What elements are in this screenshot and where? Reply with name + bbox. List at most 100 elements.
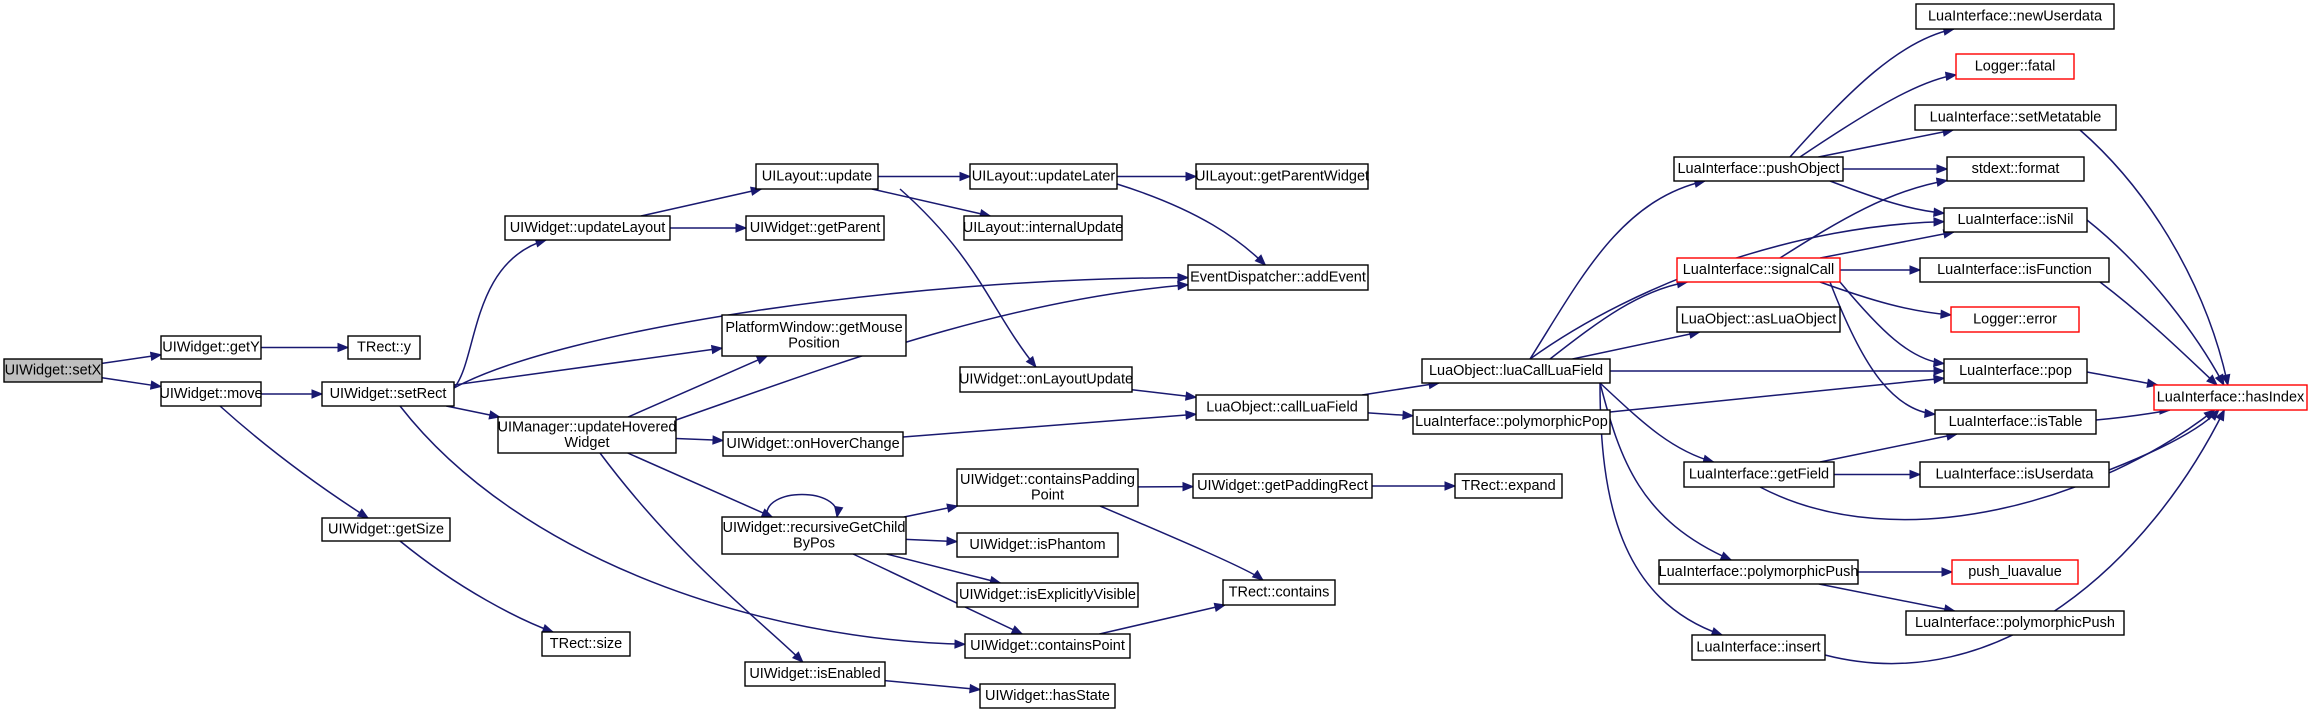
node-box[interactable] <box>1676 257 1841 283</box>
node-trect_size[interactable]: TRect::size <box>541 631 631 657</box>
node-isTable[interactable]: LuaInterface::isTable <box>1934 409 2097 435</box>
node-box[interactable] <box>956 468 1139 507</box>
node-box[interactable] <box>497 416 677 454</box>
node-push_luavalue[interactable]: push_luavalue <box>1951 559 2079 585</box>
node-addEvent[interactable]: EventDispatcher::addEvent <box>1187 264 1369 291</box>
node-trect_y[interactable]: TRect::y <box>347 335 421 360</box>
node-box[interactable] <box>3 358 103 383</box>
node-polymorphicPush[interactable]: LuaInterface::polymorphicPush <box>1658 559 1859 585</box>
node-hasState[interactable]: UIWidget::hasState <box>979 683 1116 709</box>
node-box[interactable] <box>1676 306 1841 333</box>
node-containsPoint[interactable]: UIWidget::containsPoint <box>964 633 1131 659</box>
node-insert[interactable]: LuaInterface::insert <box>1691 634 1826 661</box>
node-isUserdata[interactable]: LuaInterface::isUserdata <box>1919 461 2110 488</box>
node-box[interactable] <box>956 532 1119 558</box>
node-move[interactable]: UIWidget::move <box>159 381 263 407</box>
node-signalCall[interactable]: LuaInterface::signalCall <box>1676 257 1841 283</box>
node-polymorphicPush2[interactable]: LuaInterface::polymorphicPush <box>1905 610 2125 636</box>
node-box[interactable] <box>1421 358 1611 384</box>
node-box[interactable] <box>1905 610 2125 636</box>
node-getParent[interactable]: UIWidget::getParent <box>745 215 885 241</box>
node-error[interactable]: Logger::error <box>1950 306 2080 333</box>
node-onHoverChange[interactable]: UIWidget::onHoverChange <box>722 431 904 457</box>
node-internalUpdate[interactable]: UILayout::internalUpdate <box>963 215 1123 241</box>
node-fatal[interactable]: Logger::fatal <box>1955 53 2075 80</box>
node-box[interactable] <box>979 683 1116 709</box>
node-polymorphicPop[interactable]: LuaInterface::polymorphicPop <box>1412 409 1611 435</box>
node-pushObject[interactable]: LuaInterface::pushObject <box>1673 156 1844 182</box>
node-setRect[interactable]: UIWidget::setRect <box>321 381 455 407</box>
node-getPaddingRect[interactable]: UIWidget::getPaddingRect <box>1192 473 1373 499</box>
node-box[interactable] <box>745 215 885 241</box>
node-box[interactable] <box>963 215 1123 241</box>
node-box[interactable] <box>959 366 1133 393</box>
node-box[interactable] <box>1919 461 2110 488</box>
node-box[interactable] <box>1658 559 1859 585</box>
node-box[interactable] <box>1914 104 2117 131</box>
node-getY[interactable]: UIWidget::getY <box>160 335 262 360</box>
node-format[interactable]: stdext::format <box>1946 156 2085 182</box>
node-box[interactable] <box>504 215 671 241</box>
node-layout_update[interactable]: UILayout::update <box>755 163 879 190</box>
node-box[interactable] <box>2153 384 2308 411</box>
node-box[interactable] <box>1919 257 2110 283</box>
node-isFunction[interactable]: LuaInterface::isFunction <box>1919 257 2110 283</box>
node-box[interactable] <box>347 335 421 360</box>
node-isEnabled[interactable]: UIWidget::isEnabled <box>744 661 886 687</box>
node-box[interactable] <box>722 431 904 457</box>
node-getField[interactable]: LuaInterface::getField <box>1683 461 1835 488</box>
node-box[interactable] <box>1915 3 2115 30</box>
node-luaCallLuaField[interactable]: LuaObject::luaCallLuaField <box>1421 358 1611 384</box>
node-box[interactable] <box>721 314 907 357</box>
node-box[interactable] <box>1683 461 1835 488</box>
node-box[interactable] <box>1943 207 2088 233</box>
node-newUserdata[interactable]: LuaInterface::newUserdata <box>1915 3 2115 30</box>
node-box[interactable] <box>755 163 879 190</box>
node-box[interactable] <box>1187 264 1369 291</box>
node-box[interactable] <box>321 517 451 542</box>
node-setX[interactable]: UIWidget::setX <box>3 358 103 383</box>
node-box[interactable] <box>969 163 1118 190</box>
node-box[interactable] <box>321 381 455 407</box>
node-box[interactable] <box>160 335 262 360</box>
node-isPhantom[interactable]: UIWidget::isPhantom <box>956 532 1119 558</box>
node-asLuaObject[interactable]: LuaObject::asLuaObject <box>1676 306 1841 333</box>
node-box[interactable] <box>956 582 1139 608</box>
node-box[interactable] <box>1946 156 2085 182</box>
node-box[interactable] <box>1192 473 1373 499</box>
node-box[interactable] <box>1454 473 1563 499</box>
node-pop[interactable]: LuaInterface::pop <box>1943 358 2088 384</box>
node-box[interactable] <box>160 381 262 407</box>
node-box[interactable] <box>1951 559 2079 585</box>
node-box[interactable] <box>1955 53 2075 80</box>
node-isNil[interactable]: LuaInterface::isNil <box>1943 207 2088 233</box>
node-box[interactable] <box>721 516 907 555</box>
node-getSize[interactable]: UIWidget::getSize <box>321 517 451 542</box>
node-box[interactable] <box>1934 409 2097 435</box>
node-box[interactable] <box>1195 394 1369 421</box>
node-box[interactable] <box>744 661 886 687</box>
node-box[interactable] <box>1195 163 1369 190</box>
node-getParentWidget[interactable]: UILayout::getParentWidget <box>1195 163 1369 190</box>
node-hasIndex[interactable]: LuaInterface::hasIndex <box>2153 384 2308 411</box>
node-box[interactable] <box>964 633 1131 659</box>
node-expand[interactable]: TRect::expand <box>1454 473 1563 499</box>
node-callLuaField[interactable]: LuaObject::callLuaField <box>1195 394 1369 421</box>
node-onLayoutUpdate[interactable]: UIWidget::onLayoutUpdate <box>959 366 1133 393</box>
node-box[interactable] <box>1222 579 1336 606</box>
node-box[interactable] <box>1691 634 1826 661</box>
node-box[interactable] <box>541 631 631 657</box>
node-box[interactable] <box>1943 358 2088 384</box>
node-isExplicitlyVisible[interactable]: UIWidget::isExplicitlyVisible <box>956 582 1139 608</box>
node-box[interactable] <box>1673 156 1844 182</box>
node-setMetatable[interactable]: LuaInterface::setMetatable <box>1914 104 2117 131</box>
node-contains[interactable]: TRect::contains <box>1222 579 1336 606</box>
node-box[interactable] <box>1950 306 2080 333</box>
node-updateLater[interactable]: UILayout::updateLater <box>969 163 1118 190</box>
node-box[interactable] <box>1412 409 1611 435</box>
node-updateLayout[interactable]: UIWidget::updateLayout <box>504 215 671 241</box>
